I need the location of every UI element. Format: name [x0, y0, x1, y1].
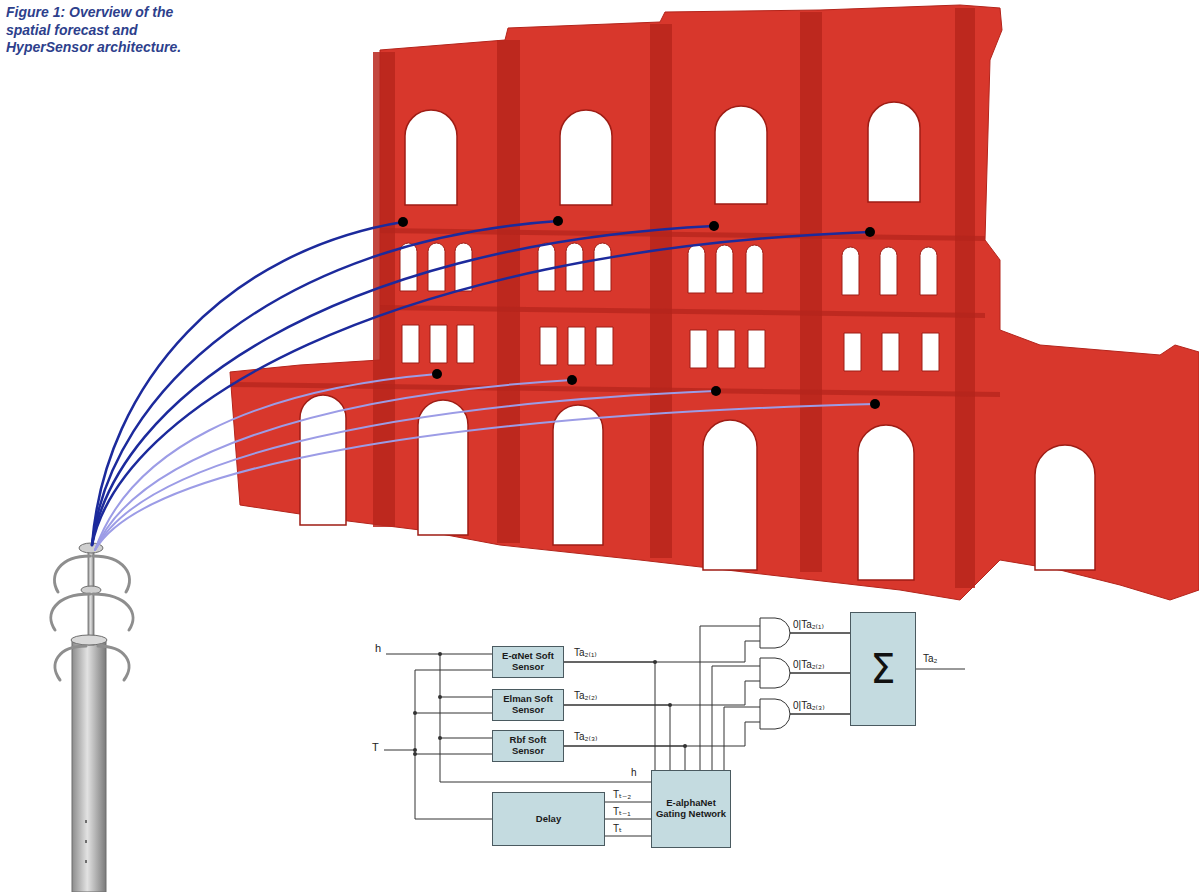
signal-connector	[564, 714, 850, 746]
sensor-arms	[51, 556, 133, 680]
sensor-rod	[88, 550, 94, 645]
forecast-points	[398, 216, 880, 409]
theatre-facade	[230, 5, 1199, 600]
signal-connector	[564, 633, 850, 662]
forecast-point	[398, 217, 408, 227]
signal-connector	[564, 705, 670, 770]
junction-dot	[653, 660, 657, 664]
box-label: E-αNet Soft Sensor	[496, 651, 560, 673]
forecast-ray	[95, 404, 875, 550]
signal-connector	[605, 802, 651, 803]
forecast-point	[709, 221, 719, 231]
gating-control-wire	[700, 626, 760, 770]
output-signal-name: Ta₂	[922, 653, 938, 665]
signal-connector	[605, 836, 651, 837]
gate-output-wire	[790, 673, 850, 674]
and-gate-symbol	[760, 618, 790, 648]
signal-name: Tₜ₋₂	[612, 789, 632, 801]
forecast-ray	[95, 380, 572, 550]
sum-output-wire	[916, 669, 965, 670]
gating-network-box: E-alphaNet Gating Network	[651, 770, 731, 848]
signal-name: h	[374, 642, 382, 655]
junction-dot	[668, 703, 672, 707]
forecast-rays	[92, 221, 875, 550]
box-label: Rbf Soft Sensor	[496, 735, 560, 757]
signal-name: Ta₂₍₁₎	[573, 647, 598, 659]
sensor-collar	[71, 635, 107, 645]
signal-connector	[564, 662, 655, 770]
and-gate-symbol	[760, 699, 790, 729]
junction-dot	[438, 695, 442, 699]
forecast-point	[865, 227, 875, 237]
t-input-wire	[384, 670, 492, 819]
signal-connector	[564, 746, 685, 770]
gate-output-wire	[790, 633, 850, 634]
sensor-pole	[72, 640, 106, 892]
box-label: Elman Soft Sensor	[496, 694, 560, 716]
forecast-point	[711, 386, 721, 396]
junction-dot	[438, 652, 442, 656]
soft-sensor-box: E-αNet Soft Sensor	[492, 646, 564, 678]
square-windows	[402, 325, 939, 371]
junction-dot	[413, 711, 417, 715]
gate-output-name: 0|Ta₂₍₃₎	[792, 700, 826, 712]
delay-box: Delay	[492, 792, 605, 846]
upper-arched-windows	[405, 102, 920, 205]
gate-output-wire	[790, 714, 850, 715]
forecast-point	[870, 399, 880, 409]
facade-wall	[230, 5, 1199, 600]
signal-name: Tₜ₋₁	[612, 806, 632, 818]
sum-box: Σ	[850, 612, 916, 726]
signal-name: Tₜ	[612, 823, 623, 835]
figure-caption: Figure 1: Overview of the spatial foreca…	[6, 4, 211, 57]
forecast-point	[567, 375, 577, 385]
facade-cornices	[230, 228, 1000, 397]
sum-symbol: Σ	[870, 649, 895, 689]
and-gates	[760, 618, 790, 729]
signal-name: Ta₂₍₃₎	[573, 731, 598, 743]
pole-marks	[85, 820, 87, 863]
junction-dot	[413, 752, 417, 756]
forecast-point	[553, 216, 563, 226]
gate-output-name: 0|Ta₂₍₁₎	[792, 619, 825, 631]
box-label: E-alphaNet Gating Network	[655, 798, 727, 820]
ground-arches	[300, 395, 1095, 580]
forecast-ray	[92, 226, 714, 545]
soft-sensor-box: Elman Soft Sensor	[492, 689, 564, 721]
gate-output-name: 0|Ta₂₍₂₎	[792, 659, 825, 671]
junction-dot	[413, 748, 417, 752]
weather-sensor	[51, 543, 133, 892]
signal-name: T	[371, 741, 380, 754]
forecast-ray	[95, 391, 716, 550]
small-arched-windows	[400, 243, 937, 295]
soft-sensor-box: Rbf Soft Sensor	[492, 730, 564, 762]
signal-connector	[605, 819, 651, 820]
junction-dot	[438, 736, 442, 740]
wire-junctions	[413, 652, 442, 756]
gate-output-wires	[790, 633, 850, 714]
signal-name: Ta₂₍₂₎	[573, 690, 598, 702]
forecast-point	[432, 369, 442, 379]
signal-name: h	[630, 767, 638, 779]
and-gate-symbol	[760, 658, 790, 688]
junction-dot	[683, 744, 687, 748]
box-label: Delay	[536, 814, 561, 825]
forecast-ray	[92, 221, 558, 545]
